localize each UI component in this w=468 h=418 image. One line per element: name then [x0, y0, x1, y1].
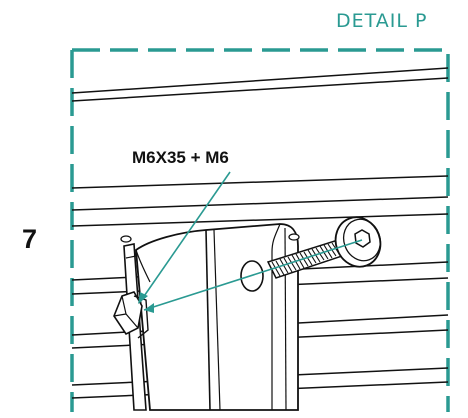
arrowhead — [138, 292, 148, 304]
callout-label: M6X35 + M6 — [132, 148, 229, 167]
rivet-hole — [288, 233, 300, 241]
detail-frame — [70, 48, 450, 412]
rivet-hole — [120, 235, 132, 243]
arrowhead — [144, 303, 154, 313]
leader-lines — [139, 171, 363, 311]
upper-rail — [71, 67, 449, 227]
step-number: 7 — [22, 224, 38, 254]
detail-title: DETAIL P — [336, 10, 428, 32]
